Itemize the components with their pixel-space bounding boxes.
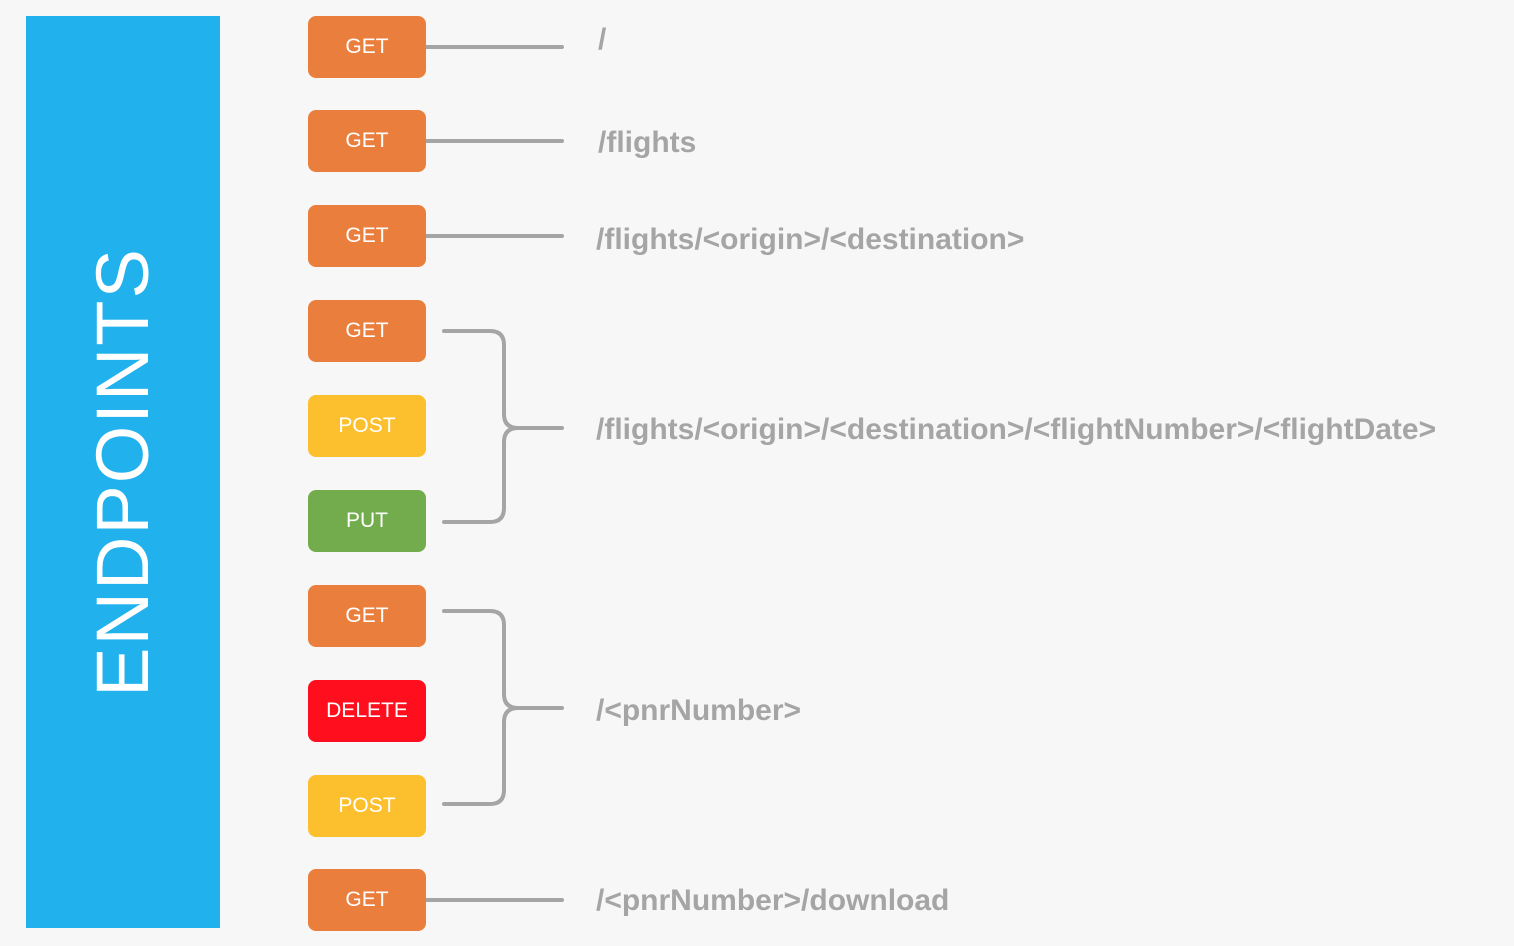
method-badge-get[interactable]: GET	[308, 585, 426, 647]
endpoint-path-root: /	[598, 23, 607, 56]
method-badge-get[interactable]: GET	[308, 205, 426, 267]
method-badge-get[interactable]: GET	[308, 869, 426, 931]
sidebar-title: ENDPOINTS	[81, 247, 164, 697]
method-badge-post[interactable]: POST	[308, 775, 426, 837]
endpoint-path-flights: /flights	[598, 126, 697, 159]
endpoint-path-pnr-download: /<pnrNumber>/download	[596, 884, 950, 917]
method-badge-get[interactable]: GET	[308, 16, 426, 78]
method-badge-get[interactable]: GET	[308, 110, 426, 172]
method-badge-get[interactable]: GET	[308, 300, 426, 362]
endpoint-path-flight-detail: /flights/<origin>/<destination>/<flightN…	[596, 413, 1437, 446]
method-badge-post[interactable]: POST	[308, 395, 426, 457]
bracket-pnr	[442, 609, 564, 806]
endpoint-path-pnr: /<pnrNumber>	[596, 694, 802, 727]
bracket-flight-detail	[442, 329, 564, 524]
method-badge-put[interactable]: PUT	[308, 490, 426, 552]
endpoint-path-flights-route: /flights/<origin>/<destination>	[596, 223, 1025, 256]
endpoints-sidebar: ENDPOINTS	[26, 16, 220, 928]
method-badge-delete[interactable]: DELETE	[308, 680, 426, 742]
